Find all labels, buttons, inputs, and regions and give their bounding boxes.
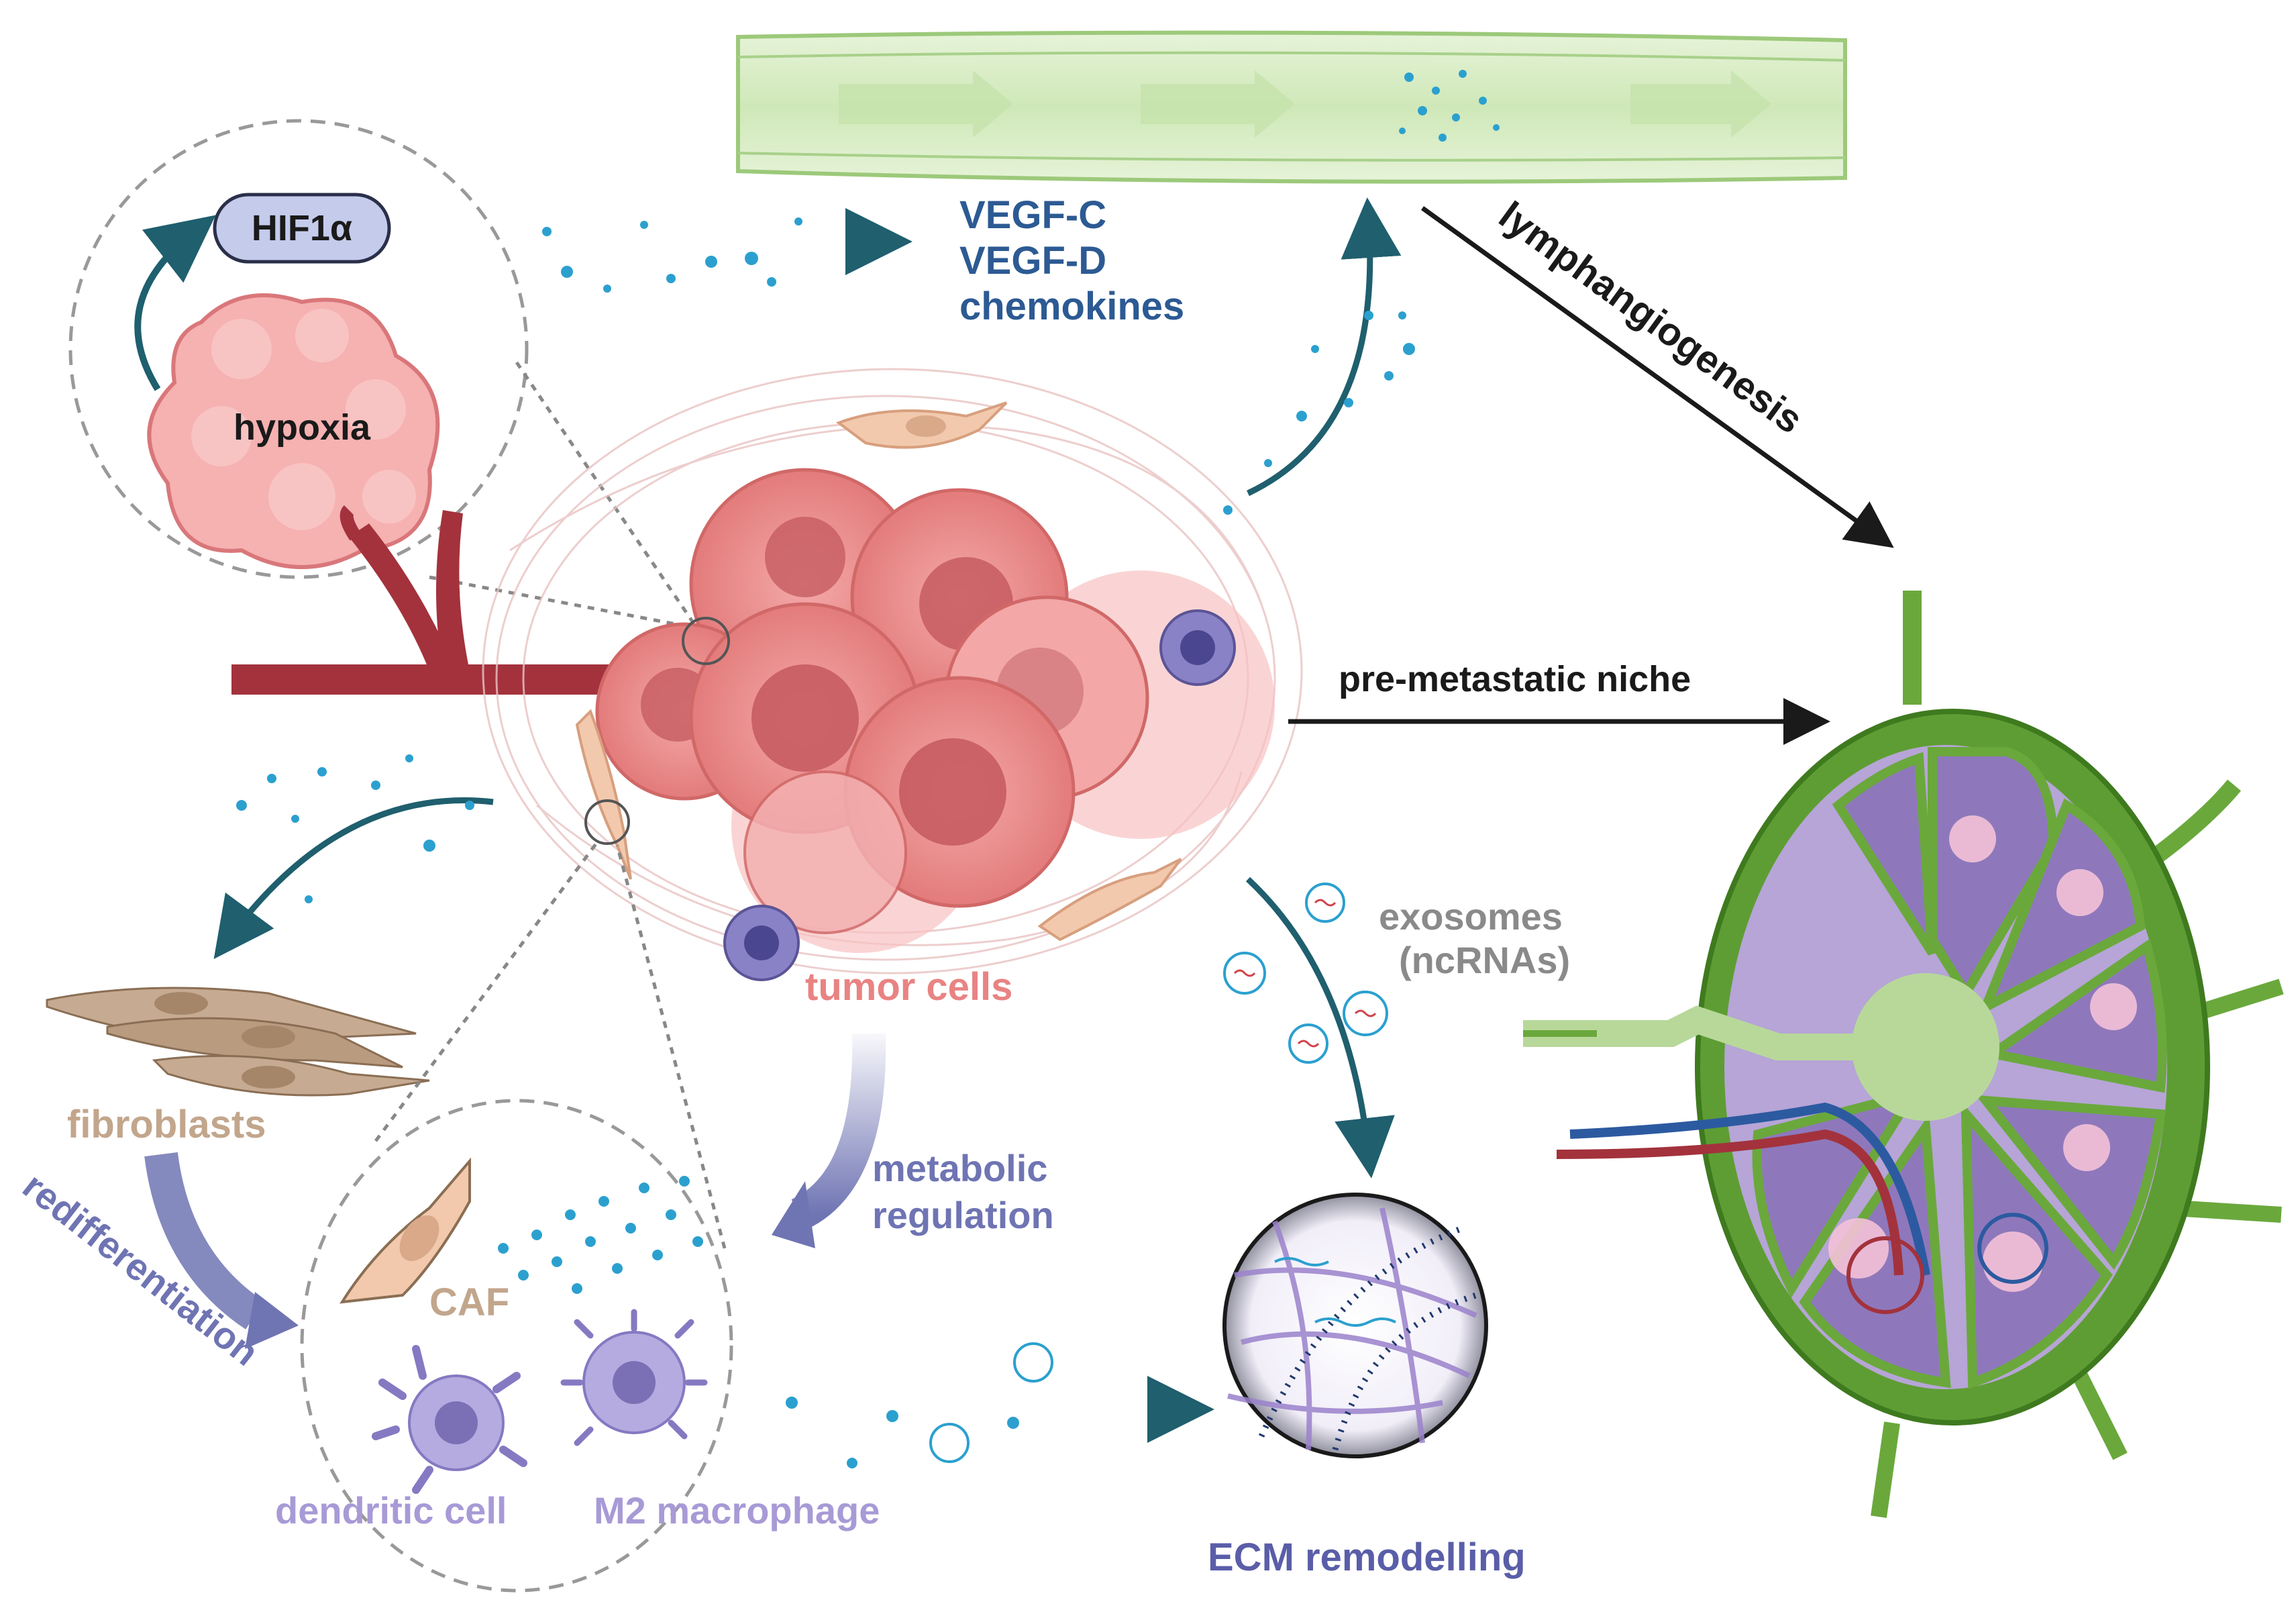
tme-inset [300, 841, 733, 1593]
tumor-cell-cluster [595, 468, 1275, 953]
exosomes-label: exosomes [1379, 895, 1563, 938]
hypoxia-to-hif-arrow [134, 215, 216, 391]
tumor-to-lymphatic-arrow [1247, 197, 1402, 497]
factors-to-fibroblasts-arrow [213, 797, 494, 959]
m2-macrophage [560, 1309, 708, 1446]
dendritic-cell-label: dendritic cell [275, 1489, 507, 1532]
fibroblasts-label: fibroblasts [67, 1103, 266, 1146]
hypoxia-inset [68, 119, 712, 646]
caf-cell [340, 1157, 471, 1304]
exosomes-to-ecm-arrow [1245, 876, 1395, 1179]
secreted-factors-left [236, 754, 474, 903]
ecm-circle [1222, 1193, 1488, 1458]
lymph-node [1523, 591, 2284, 1518]
m2-macrophage-label: M2 macrophage [594, 1489, 880, 1532]
metabolic-label: metabolic [872, 1147, 1047, 1189]
immune-cells-near-tumor [723, 609, 1236, 981]
ecm-remodelling-label: ECM remodelling [1208, 1536, 1526, 1579]
hypoxic-tumor: hypoxia [147, 293, 440, 569]
fibroblasts [46, 987, 430, 1097]
dendritic-cell [372, 1345, 527, 1494]
redifferentiation-label: redifferentiation [15, 1164, 267, 1374]
regulation-label: regulation [872, 1194, 1054, 1236]
ncrnas-label: (ncRNAs) [1399, 939, 1570, 981]
exosomes [1223, 883, 1388, 1064]
secreted-factors-top [542, 217, 802, 293]
vegf-c-label: VEGF-C [959, 193, 1106, 237]
redifferentiation-arrow [144, 1152, 265, 1330]
stroma-cells [575, 401, 1182, 942]
chemokines-label: chemokines [959, 285, 1184, 328]
secreted-factors-bottom [786, 1342, 1053, 1468]
hif1a-label: HIF1α [252, 208, 352, 248]
pre-metastatic-niche-label: pre-metastatic niche [1339, 659, 1691, 699]
hif1a-badge: HIF1α [213, 193, 391, 264]
secreted-factors-right [1223, 311, 1415, 515]
secreted-factors-caf [498, 1176, 703, 1294]
caf-label: CAF [429, 1281, 509, 1324]
lymphangiogenesis-arrow [1420, 206, 1894, 548]
lymphangiogenesis-label: lymphangiogenesis [1491, 193, 1810, 442]
tumor-cells-label: tumor cells [805, 965, 1012, 1009]
metabolic-regulation-arrow [790, 1033, 886, 1230]
lymphatic-vessel [736, 30, 1847, 184]
hypoxia-label: hypoxia [233, 407, 371, 448]
blood-vessel [231, 505, 661, 695]
vegf-d-label: VEGF-D [959, 239, 1106, 283]
secreted-factors-label: VEGF-C VEGF-D chemokines [959, 193, 1184, 328]
